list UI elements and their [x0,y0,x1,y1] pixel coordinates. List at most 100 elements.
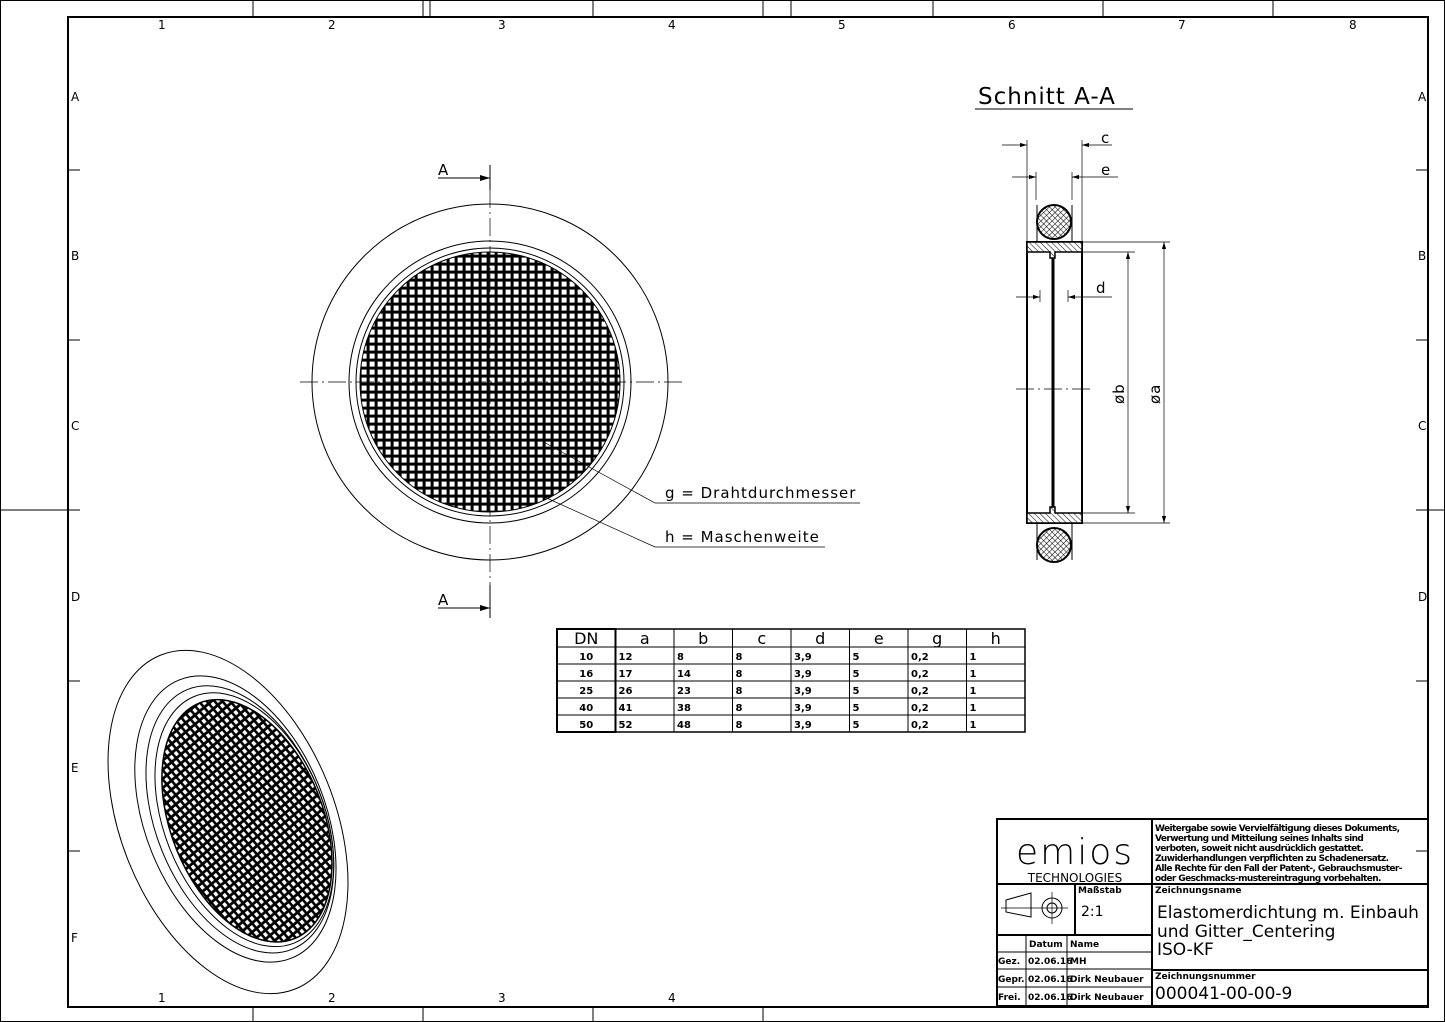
section-view: Schnitt A-A c e d øb øa [975,84,1170,563]
table-cell: 16 [579,669,593,680]
table-cell: 8 [736,686,743,697]
callout-g: g = Drahtdurchmesser [665,484,856,502]
table-cell: 0,2 [911,652,929,663]
zone-row-e: E [71,761,79,775]
dim-b: øb [1110,383,1128,404]
logo-emios: emios [1016,832,1134,873]
dim-c: c [1101,129,1110,147]
cut-label-top: A [438,161,449,179]
table-cell: 1 [970,686,977,697]
zone-row-d-right: D [1418,590,1427,604]
zone-row-c: C [71,419,79,433]
zone-col-5: 5 [838,18,846,32]
zone-col-4: 4 [668,18,676,32]
drawing-name-line-1: Elastomerdichtung m. Einbauh [1157,903,1419,923]
zone-col-bottom-4: 4 [668,991,676,1005]
table-cell: 1 [970,669,977,680]
disclaimer: Weitergabe sowie Vervielfältigung dieses… [1155,824,1403,884]
table-cell: 8 [736,720,743,731]
table-cell: 0,2 [911,669,929,680]
sign-date: 02.06.16 [1028,957,1072,967]
table-header: e [874,629,884,648]
drawing-name-line-3: ISO-KF [1157,940,1214,960]
drawing-number: 000041-00-00-9 [1155,984,1292,1004]
table-header: c [757,629,766,648]
scale-value: 2:1 [1081,904,1104,920]
table-cell: 1 [970,703,977,714]
section-title: Schnitt A-A [978,84,1116,110]
name-label: Zeichnungsname [1155,886,1241,896]
table-cell: 38 [677,703,691,714]
zone-col-3: 3 [498,18,506,32]
zone-col-7: 7 [1178,18,1186,32]
table-cell: 0,2 [911,720,929,731]
disclaimer-line: verboten, soweit nicht ausdrücklich gest… [1155,844,1363,854]
logo-technologies: TECHNOLOGIES [1027,871,1122,885]
table-cell: 14 [677,669,691,680]
table-cell: 3,9 [794,652,812,663]
zone-col-8: 8 [1349,18,1357,32]
isometric-view [107,649,349,995]
table-cell: 12 [619,652,633,663]
table-header: b [698,629,708,648]
disclaimer-line: oder Geschmacks-mustereintragung vorbeha… [1155,874,1381,884]
sign-role: Gepr. [998,975,1025,985]
table-cell: 8 [736,652,743,663]
zone-col-2: 2 [328,18,336,32]
disclaimer-line: Alle Rechte für den Fall der Patent-, Ge… [1155,864,1403,874]
zone-row-a: A [71,90,80,104]
sign-date: 02.06.16 [1028,993,1072,1003]
table-cell: 3,9 [794,703,812,714]
table-cell: 8 [677,652,684,663]
table-cell: 5 [853,686,860,697]
disclaimer-line: Weitergabe sowie Vervielfältigung dieses… [1155,824,1400,834]
table-cell: 26 [619,686,633,697]
zone-row-b-right: B [1418,249,1426,263]
disclaimer-line: Verwertung und Mitteilung seines Inhalts… [1155,834,1363,844]
table-cell: 5 [853,703,860,714]
table-cell: 8 [736,669,743,680]
sign-name: MH [1070,957,1087,967]
front-view: A A g = Drahtdurchmesser h = Maschenweit… [300,161,860,618]
cut-label-bottom: A [438,591,449,609]
iso-mesh [161,698,333,943]
table-header: d [815,629,825,648]
table-cell: 1 [970,652,977,663]
title-block: emios TECHNOLOGIES Weitergabe sowie Verv… [996,818,1429,1007]
table-cell: 0,2 [911,686,929,697]
table-header: g [932,629,942,648]
table-cell: 5 [853,669,860,680]
table-header: a [640,629,650,648]
table-cell: 23 [677,686,691,697]
zone-labels: 1 2 3 4 5 6 7 8 1 2 3 4 A B C D E F A B … [71,18,1427,1005]
zone-col-bottom-3: 3 [498,991,506,1005]
callout-h: h = Maschenweite [665,528,820,546]
table-cell: 48 [677,720,691,731]
zone-col-bottom-2: 2 [328,991,336,1005]
number-label: Zeichnungsnummer [1155,972,1256,982]
zone-row-b: B [71,249,79,263]
sign-role: Gez. [998,957,1020,967]
disclaimer-line: Zuwiderhandlungen verpflichten zu Schade… [1155,854,1389,864]
table-cell: 10 [579,652,593,663]
table-cell: 3,9 [794,686,812,697]
table-header: DN [574,629,598,648]
dim-e: e [1101,161,1111,179]
table-cell: 3,9 [794,669,812,680]
zone-col-6: 6 [1008,18,1016,32]
sign-header-name: Name [1070,940,1099,950]
table-cell: 3,9 [794,720,812,731]
table-cell: 0,2 [911,703,929,714]
o-ring-top [1036,204,1072,240]
table-cell: 17 [619,669,633,680]
table-cell: 50 [579,720,593,731]
table-cell: 52 [619,720,633,731]
table-cell: 1 [970,720,977,731]
zone-col-1: 1 [158,18,166,32]
scale-label: Maßstab [1078,886,1122,896]
sign-role: Frei. [998,993,1021,1003]
table-header: h [991,629,1001,648]
projection-symbol-icon [1001,892,1068,924]
